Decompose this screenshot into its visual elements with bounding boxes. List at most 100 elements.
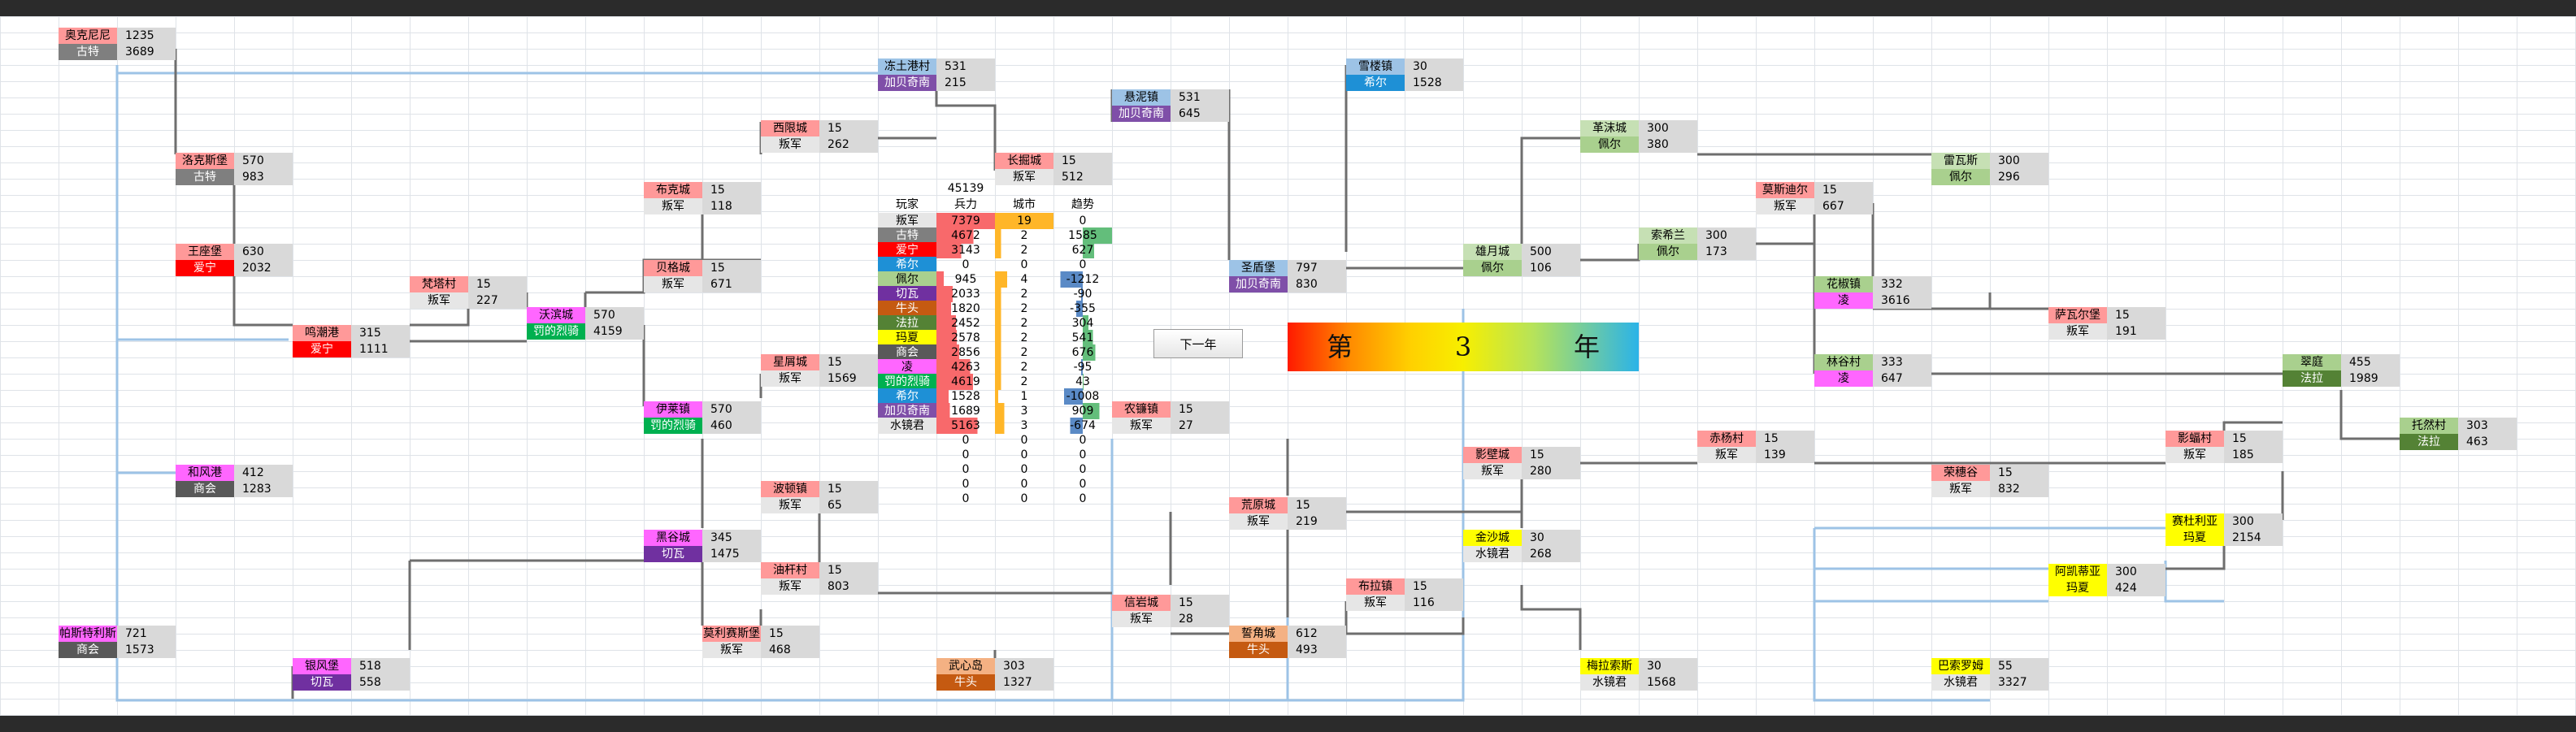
stats-trend: -1008 xyxy=(1053,388,1112,405)
stats-army: 2033 xyxy=(936,286,995,302)
city-garrison: 15 xyxy=(819,562,878,578)
year-prefix: 第 xyxy=(1326,331,1353,362)
stats-army: 4619 xyxy=(936,374,995,390)
city-population: 118 xyxy=(702,198,761,214)
stats-cities: 3 xyxy=(995,418,1053,434)
city-owner: 加贝奇南 xyxy=(878,75,936,91)
stats-header: 玩家 xyxy=(896,198,919,211)
city-name: 荣穗谷 xyxy=(1931,465,1990,481)
stats-army: 0 xyxy=(962,463,970,476)
city-owner: 古特 xyxy=(176,169,234,185)
city-name: 赛杜利亚 xyxy=(2165,513,2224,530)
city-population: 4159 xyxy=(585,323,644,340)
city-name: 林谷村 xyxy=(1814,354,1873,370)
sea-route xyxy=(2164,561,2224,603)
city-population: 65 xyxy=(819,497,878,513)
stats-trend: -355 xyxy=(1053,301,1112,317)
city-owner: 叛军 xyxy=(410,292,468,309)
city-name: 洛克斯堡 xyxy=(176,153,234,169)
city-name: 王座堡 xyxy=(176,244,234,260)
city-population: 191 xyxy=(2107,323,2165,340)
city-owner: 商会 xyxy=(59,642,117,658)
stats-total-army: 45139 xyxy=(947,182,984,195)
stats-trend: 43 xyxy=(1053,374,1112,390)
land-route xyxy=(1520,136,1580,276)
city-name: 革沫城 xyxy=(1580,120,1639,136)
city-owner: 牛头 xyxy=(936,674,995,691)
city-name: 黑谷城 xyxy=(644,530,702,546)
stats-faction-name: 古特 xyxy=(878,227,936,244)
city-population: 219 xyxy=(1288,513,1346,530)
stats-army: 4672 xyxy=(936,227,995,244)
city-garrison: 455 xyxy=(2341,354,2400,370)
stats-army: 4263 xyxy=(936,359,995,375)
city-name: 梵塔村 xyxy=(410,276,468,292)
city-garrison: 518 xyxy=(351,658,410,674)
city-owner: 佩尔 xyxy=(1580,136,1639,153)
city-garrison: 315 xyxy=(351,325,410,341)
city-name: 花椒镇 xyxy=(1814,276,1873,292)
city-name: 托然村 xyxy=(2400,418,2458,434)
city-population: 173 xyxy=(1697,244,1756,260)
city-name: 赤杨村 xyxy=(1697,431,1756,447)
stats-cities: 2 xyxy=(995,242,1053,258)
city-population: 116 xyxy=(1405,595,1463,611)
next-year-button[interactable]: 下一年 xyxy=(1153,329,1243,358)
stats-trend: -90 xyxy=(1053,286,1112,302)
city-population: 1475 xyxy=(702,546,761,562)
city-owner: 叛军 xyxy=(2048,323,2107,340)
city-population: 380 xyxy=(1639,136,1697,153)
stats-cities: 0 xyxy=(1020,492,1028,505)
stats-army: 7379 xyxy=(936,213,995,229)
city-name: 雪楼镇 xyxy=(1346,58,1405,75)
